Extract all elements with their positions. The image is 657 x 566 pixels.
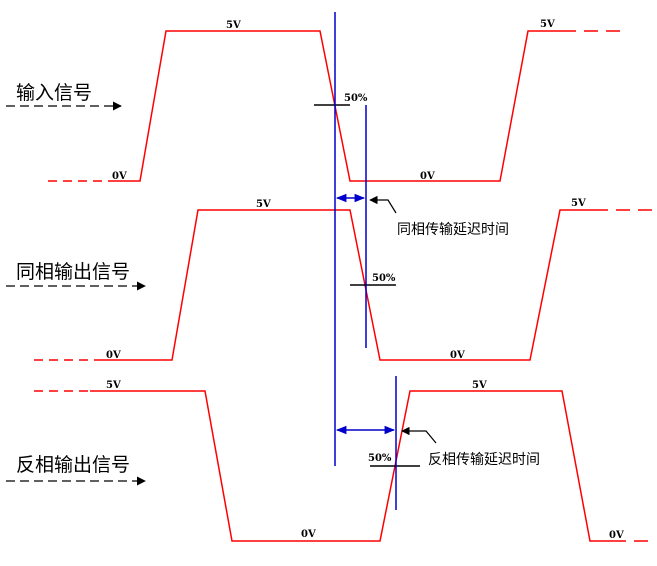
inverted-high-label: 5V bbox=[106, 380, 121, 391]
input-low-label: 0V bbox=[112, 171, 127, 182]
inphase-waveform bbox=[100, 209, 594, 361]
input-low-mid-label: 0V bbox=[420, 171, 435, 182]
inverted-signal: 5V 0V 5V 0V 50% 反相输出信号 bbox=[6, 380, 656, 542]
inverted-low-right-label: 0V bbox=[609, 530, 624, 541]
inphase-signal-label: 同相输出信号 bbox=[16, 261, 130, 283]
inphase-low-mid-label: 0V bbox=[450, 350, 465, 361]
inphase-high-right-label: 5V bbox=[571, 198, 586, 209]
inphase-high-label: 5V bbox=[256, 199, 271, 210]
inverted-signal-label: 反相输出信号 bbox=[16, 454, 130, 476]
inphase-signal: 5V 0V 0V 5V 50% 同相输出信号 bbox=[6, 198, 652, 361]
inphase-delay-label: 同相传输延迟时间 bbox=[397, 222, 509, 238]
input-high-label: 5V bbox=[226, 20, 241, 31]
inverted-low-label: 0V bbox=[301, 529, 316, 540]
input-signal-label: 输入信号 bbox=[16, 82, 92, 104]
input-threshold-label: 50% bbox=[344, 93, 368, 104]
inphase-low-label: 0V bbox=[106, 350, 121, 361]
inverted-delay-label: 反相传输延迟时间 bbox=[428, 452, 540, 468]
inverted-delay-leader bbox=[401, 426, 437, 444]
inverted-threshold-label: 50% bbox=[368, 453, 392, 464]
inphase-delay-leader bbox=[369, 195, 397, 214]
input-waveform bbox=[110, 30, 562, 182]
input-high-right-label: 5V bbox=[540, 19, 555, 30]
inverted-high-mid-label: 5V bbox=[472, 380, 487, 391]
delay-markers bbox=[334, 12, 397, 510]
annotations: 同相传输延迟时间 反相传输延迟时间 bbox=[369, 195, 540, 468]
input-signal: 5V 0V 0V 5V 50% 输入信号 bbox=[6, 19, 624, 182]
inphase-threshold-label: 50% bbox=[372, 273, 396, 284]
